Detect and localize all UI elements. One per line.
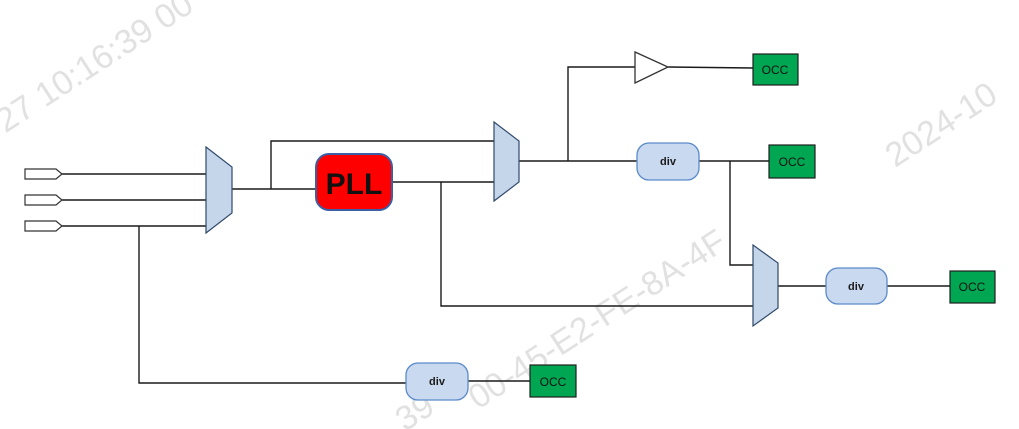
buffer-icon (634, 50, 670, 85)
occ-block-3: OCC (949, 270, 996, 304)
div-block-top: div (636, 142, 700, 181)
mux-1 (205, 145, 233, 235)
wires (62, 66, 950, 384)
occ-block-4: OCC (529, 364, 577, 398)
occ-label: OCC (779, 155, 806, 169)
occ-block-2: OCC (768, 144, 816, 179)
occ-label: OCC (540, 375, 567, 389)
input-pin-2 (24, 194, 63, 206)
watermark-mac: 00-45-E2-FE-8A-4F (462, 222, 733, 416)
div-label: div (429, 376, 446, 388)
input-pin-3 (24, 220, 63, 232)
watermark-timestamp: 0-27 10:16:39 00 (0, 0, 200, 157)
mux-2 (493, 120, 520, 203)
mux-3 (752, 243, 779, 328)
occ-label: OCC (959, 280, 986, 294)
div-block-bottom: div (405, 362, 469, 401)
occ-block-1: OCC (752, 53, 799, 86)
pll-label: PLL (326, 168, 383, 201)
pll-block: PLL (315, 153, 393, 211)
input-pin-1 (24, 168, 63, 180)
div-label: div (660, 156, 677, 168)
div-block-right: div (825, 267, 888, 305)
watermark-date: 2024-10 (879, 75, 1004, 175)
div-label: div (848, 281, 865, 293)
occ-label: OCC (762, 63, 789, 77)
